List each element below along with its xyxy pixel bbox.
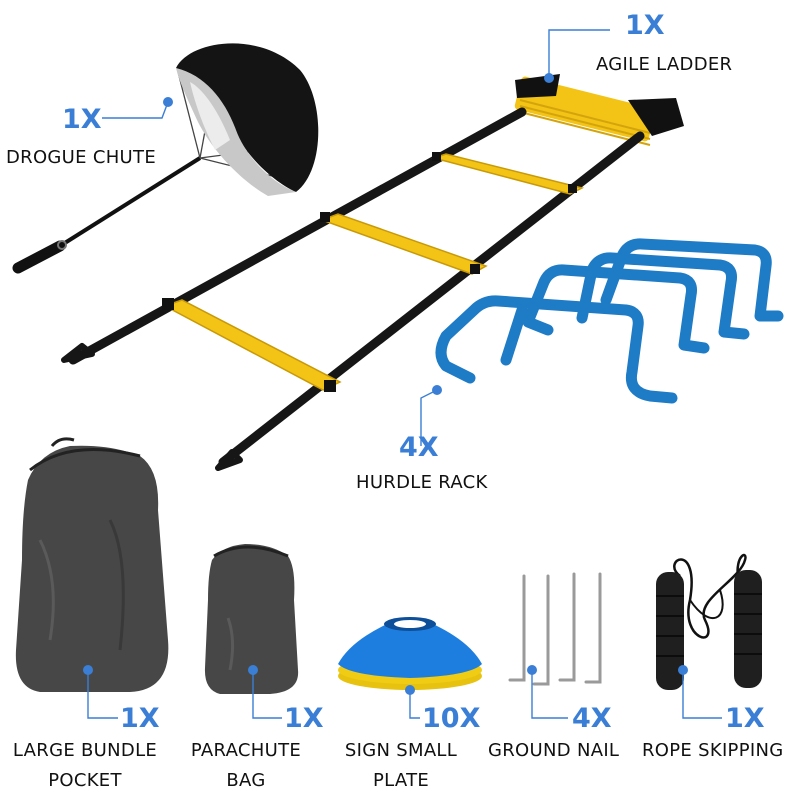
parachute-bag-label-line1: PARACHUTE — [190, 740, 302, 761]
drogue-chute-label: DROGUE CHUTE — [6, 147, 156, 168]
rope-skipping-label: ROPE SKIPPING — [642, 740, 784, 761]
small-bag-icon — [204, 544, 299, 694]
hurdle-rack-label: HURDLE RACK — [356, 472, 488, 493]
sign-small-plate-qty: 10X — [422, 703, 481, 734]
ground-nail-label: GROUND NAIL — [488, 740, 620, 761]
sign-small-plate-label-line2: PLATE — [372, 770, 430, 791]
parachute-bag-label-line2: BAG — [226, 770, 266, 791]
callout-dots — [83, 73, 688, 695]
cone-icon — [338, 617, 482, 690]
drogue-chute-qty: 1X — [62, 104, 102, 135]
rope-skipping-qty: 1X — [725, 703, 765, 734]
drawstring-bag-icon — [15, 437, 169, 692]
callout-markers — [87, 29, 722, 719]
parachute-icon — [12, 43, 319, 274]
jump-rope-icon — [656, 553, 762, 690]
parachute-bag-qty: 1X — [284, 703, 324, 734]
agile-ladder-qty: 1X — [625, 10, 665, 41]
large-bundle-pocket-qty: 1X — [120, 703, 160, 734]
hurdle-icon — [435, 238, 784, 404]
large-bundle-pocket-label-line2: POCKET — [48, 770, 122, 791]
ladder-icon — [61, 74, 684, 471]
sign-small-plate-label-line1: SIGN SMALL — [344, 740, 458, 761]
hurdle-rack-qty: 4X — [399, 432, 439, 463]
stake-icon — [508, 572, 602, 686]
ground-nail-qty: 4X — [572, 703, 612, 734]
agile-ladder-label: AGILE LADDER — [596, 54, 733, 75]
large-bundle-pocket-label-line1: LARGE BUNDLE — [12, 740, 158, 761]
